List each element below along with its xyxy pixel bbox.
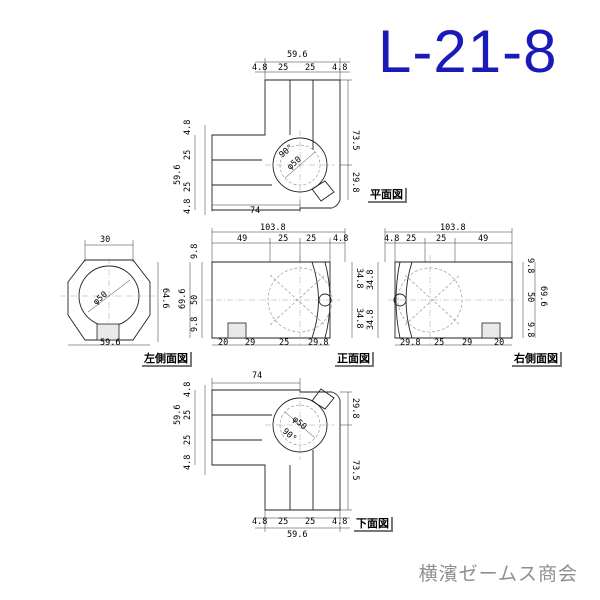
top-dim-left-total: 59.6: [173, 165, 183, 185]
front-dim-bottom-d: 29.8: [308, 338, 328, 348]
left-view-label: 左側面図: [142, 352, 192, 367]
front-dim-left-mid: 50: [190, 295, 200, 305]
bottom-dim-b: 25: [278, 517, 288, 527]
left-side-view: 30 64.6 59.6 φ50: [60, 235, 170, 348]
bottom-dim-left-c: 25: [183, 435, 193, 445]
right-side-view: 103.8 4.8 25 25 49 34.8 34.8 9.8 50 69.6…: [366, 223, 548, 348]
top-dim-d: 4.8: [332, 63, 347, 73]
right-dim-right-total: 69.6: [538, 286, 548, 306]
top-dim-hub: 29.8: [350, 172, 360, 192]
front-dim-left-top: 9.8: [190, 244, 200, 259]
left-diameter-label: φ50: [92, 290, 110, 308]
right-dim-bottom-b: 25: [434, 338, 444, 348]
top-dim-overall-width: 59.6: [287, 50, 307, 60]
front-dim-left-bottom: 9.8: [190, 317, 200, 332]
right-dim-d: 49: [478, 234, 488, 244]
top-dim-b: 25: [278, 63, 288, 73]
bottom-angle-label: 90°: [280, 427, 298, 445]
top-dim-left-d: 4.8: [183, 199, 193, 214]
bottom-view-label: 下面図: [354, 517, 393, 532]
left-dim-bottom: 59.6: [100, 338, 120, 348]
bottom-dim-overall-width: 59.6: [287, 530, 307, 540]
right-dim-a: 4.8: [384, 234, 399, 244]
front-dim-bottom-a: 20: [218, 338, 228, 348]
right-dim-right-top: 9.8: [525, 258, 535, 273]
front-dim-overall: 103.8: [260, 223, 286, 233]
front-dim-c: 25: [306, 234, 316, 244]
top-dim-left-c: 25: [183, 182, 193, 192]
right-dim-bottom-d: 20: [494, 338, 504, 348]
bottom-dim-length: 74: [252, 371, 262, 381]
top-dim-left-a: 4.8: [183, 120, 193, 135]
bottom-dim-left-b: 25: [183, 410, 193, 420]
front-view-label: 正面図: [335, 352, 374, 367]
top-dim-length: 74: [250, 206, 260, 216]
top-view: 59.6 4.8 25 25 4.8 73.5 29.8 4.8 25 59.6…: [173, 50, 360, 216]
right-dim-bottom-c: 29: [462, 338, 472, 348]
right-dim-left-top: 34.8: [366, 270, 376, 290]
front-dim-b: 25: [278, 234, 288, 244]
front-dim-d: 4.8: [333, 234, 348, 244]
front-dim-bottom-b: 29: [245, 338, 255, 348]
bottom-dim-d: 4.8: [332, 517, 347, 527]
bottom-dim-left-a: 4.8: [183, 382, 193, 397]
front-dim-left-total: 69.6: [178, 289, 188, 309]
bottom-view: 74 59.6 4.8 25 25 4.8 29.8 73.5 4.8 25 2…: [173, 371, 360, 540]
right-view-label: 右側面図: [512, 352, 562, 367]
bottom-dim-left-d: 4.8: [183, 455, 193, 470]
right-dim-left-bottom: 34.8: [366, 310, 376, 330]
right-dim-overall: 103.8: [440, 223, 466, 233]
front-dim-right-bottom: 34.8: [354, 308, 364, 328]
top-dim-depth: 73.5: [350, 130, 360, 150]
bottom-dim-right-hub: 29.8: [350, 398, 360, 418]
right-dim-c: 25: [436, 234, 446, 244]
bottom-dim-right-depth: 73.5: [350, 460, 360, 480]
left-dim-height: 64.6: [160, 288, 170, 308]
front-view: 103.8 49 25 25 4.8 9.8 69.6 50 9.8 34.8 …: [178, 223, 364, 348]
top-dim-left-b: 25: [183, 150, 193, 160]
bottom-dim-left-total: 59.6: [173, 405, 183, 425]
company-watermark: 横濱ゼームス商会: [418, 563, 578, 585]
top-diameter-label: φ50: [286, 155, 304, 173]
front-dim-a: 49: [237, 234, 247, 244]
right-dim-right-mid: 50: [525, 292, 535, 302]
front-dim-bottom-c: 25: [279, 338, 289, 348]
bottom-dim-c: 25: [305, 517, 315, 527]
front-dim-right-top: 34.8: [354, 268, 364, 288]
left-dim-width: 30: [100, 235, 110, 245]
right-dim-right-bottom: 9.8: [525, 322, 535, 337]
top-view-label: 平面図: [368, 188, 407, 203]
top-dim-a: 4.8: [252, 63, 267, 73]
top-dim-c: 25: [305, 63, 315, 73]
part-number-title: L-21-8: [378, 18, 558, 85]
bottom-dim-a: 4.8: [252, 517, 267, 527]
right-dim-b: 25: [406, 234, 416, 244]
right-dim-bottom-a: 29.8: [400, 338, 420, 348]
